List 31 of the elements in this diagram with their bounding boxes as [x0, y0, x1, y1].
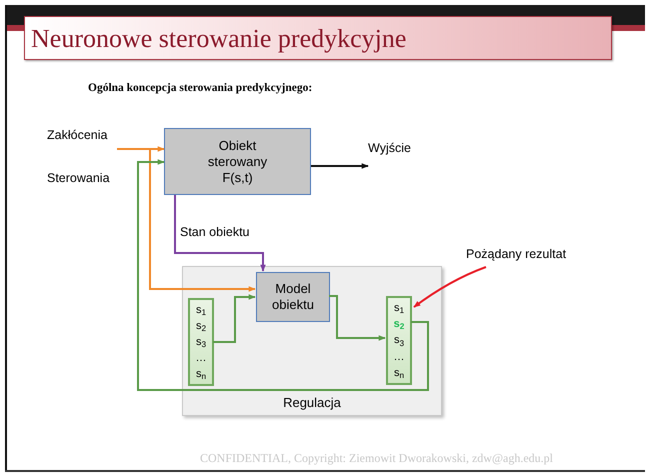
box-label: Model obiektu: [271, 281, 315, 313]
signal-label: Zakłócenia: [47, 128, 108, 143]
process-box: [164, 128, 311, 195]
arrow: [137, 159, 429, 391]
state-list: [386, 296, 412, 385]
signal-label: Sterowania: [47, 170, 110, 187]
regulation-panel: [182, 266, 442, 416]
state-variable: …: [394, 350, 404, 363]
state-variable: s$_{1}$: [196, 304, 206, 316]
box-label: Obiekt sterowany F(s,t): [206, 138, 268, 186]
state-variable: s$_{3}$: [394, 334, 404, 346]
state-variable: s$_{3}$: [196, 336, 206, 348]
signal-label: Wyjście: [368, 141, 411, 156]
state-variable: s$_{n}$: [394, 366, 404, 379]
state-variable: …: [196, 352, 206, 364]
arrow: [413, 266, 486, 308]
arrow: [329, 295, 386, 341]
state-list: [188, 298, 214, 386]
state-variable: s$_{2}$: [196, 320, 206, 332]
arrow: [213, 294, 256, 343]
arrow: [174, 195, 266, 272]
signal-label: Pożądany rezultat: [466, 247, 566, 262]
state-variable: s$_{n}$: [196, 368, 206, 380]
arrow: [117, 148, 256, 292]
panel-title: Regulacja: [282, 394, 342, 412]
state-variable: s$_{2}$: [394, 318, 404, 330]
slide-title: Neuronowe sterowanie predykcyjne: [31, 22, 406, 55]
state-variable: s$_{1}$: [394, 302, 404, 314]
arrow: [311, 163, 369, 169]
subtitle: Ogólna koncepcja sterowania predykcyjnego:: [88, 81, 312, 96]
process-box: [256, 272, 330, 322]
